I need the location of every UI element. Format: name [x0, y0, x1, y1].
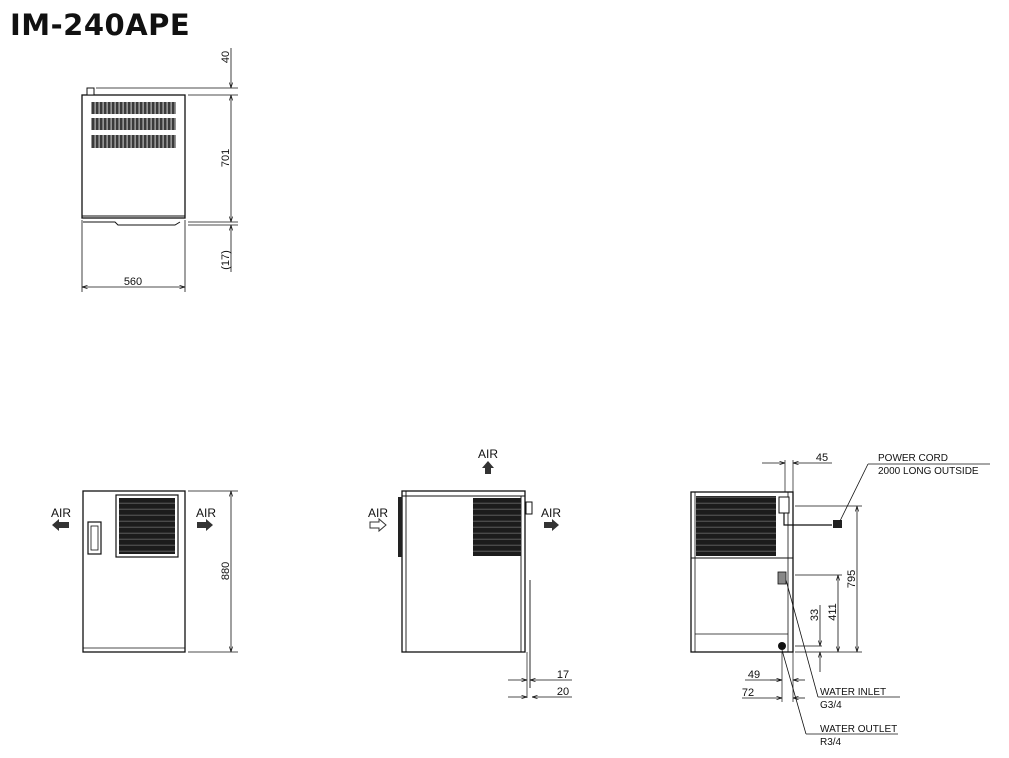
air-in-arrow-icon — [369, 517, 387, 533]
top-view — [81, 48, 238, 292]
model-title: IM-240APE — [10, 8, 191, 42]
side-dim-20: 20 — [557, 686, 569, 698]
front-air-left-label: AIR — [51, 506, 71, 520]
rear-dim-411: 411 — [827, 603, 839, 621]
side-air-in-label: AIR — [368, 506, 388, 520]
air-left-arrow-icon — [52, 519, 69, 531]
vent-grille-2 — [91, 118, 176, 130]
air-right-arrow-icon — [197, 519, 213, 531]
front-height-dim: 880 — [220, 562, 232, 580]
front-air-right-label: AIR — [196, 506, 216, 520]
rear-dim-795: 795 — [846, 570, 858, 588]
power-box — [778, 496, 790, 514]
air-out-arrow-icon — [544, 519, 559, 531]
top-view-body — [81, 94, 186, 219]
rear-view — [690, 460, 990, 735]
vent-grille-3 — [91, 135, 176, 148]
top-width-dim: 560 — [124, 276, 142, 288]
water-outlet-fitting — [778, 642, 786, 650]
top-height-dim-17: (17) — [220, 250, 232, 270]
vent-grille-1 — [91, 102, 176, 114]
water-inlet-spec: G3/4 — [820, 700, 842, 711]
rear-dim-45: 45 — [816, 452, 828, 464]
power-cord-label: POWER CORD — [878, 453, 948, 464]
water-inlet-fitting — [777, 571, 787, 585]
air-up-arrow-icon — [482, 461, 494, 474]
rear-dim-72: 72 — [742, 687, 754, 699]
front-view — [52, 490, 238, 653]
rear-dim-49: 49 — [748, 669, 760, 681]
water-outlet-spec: R3/4 — [820, 737, 842, 748]
side-air-top-label: AIR — [478, 447, 498, 461]
side-dim-17: 17 — [557, 669, 569, 681]
power-cord — [783, 513, 832, 526]
side-view — [369, 461, 572, 698]
top-height-dim-40: 40 — [220, 51, 232, 63]
front-grille — [119, 498, 175, 554]
side-air-out-label: AIR — [541, 506, 561, 520]
top-height-dim-701: 701 — [220, 149, 232, 167]
side-grille — [473, 498, 521, 556]
rear-grille — [696, 496, 776, 556]
power-plug-icon — [833, 520, 842, 528]
water-outlet-label: WATER OUTLET — [820, 724, 897, 735]
rear-dim-33: 33 — [809, 609, 821, 621]
power-cord-length-label: 2000 LONG OUTSIDE — [878, 466, 979, 477]
water-inlet-label: WATER INLET — [820, 687, 886, 698]
